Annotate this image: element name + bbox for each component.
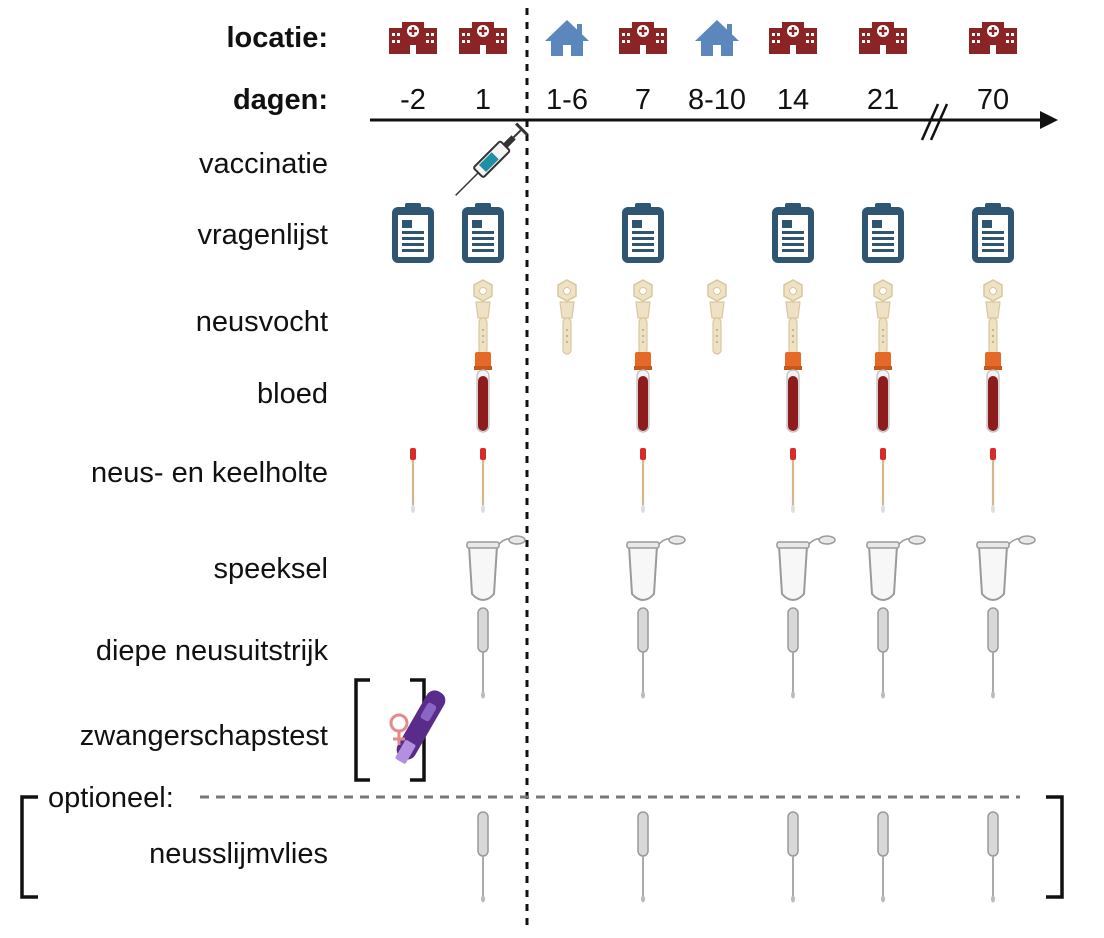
blood-tube-icon: [874, 352, 892, 433]
saliva-tube-icon: [626, 535, 686, 601]
clipboard-icon: [972, 203, 1014, 263]
clipboard-icon: [772, 203, 814, 263]
swab-icon: [880, 448, 886, 513]
hospital-icon: [769, 22, 817, 54]
hospital-icon: [619, 22, 667, 54]
optional-bracket-right: [1046, 795, 1064, 899]
row-label-neus-en-keelholte: neus- en keelholte: [91, 457, 328, 489]
axis-break-mark: [920, 103, 940, 141]
nasal-sampler-icon: [557, 279, 577, 355]
row-label-neusslijmvlies: neusslijmvlies: [149, 838, 328, 870]
clipboard-icon: [862, 203, 904, 263]
saliva-tube-icon: [776, 535, 836, 601]
day-label: 70: [976, 84, 1010, 116]
day-label: 7: [634, 84, 652, 116]
swab-icon: [410, 448, 416, 513]
pregnancy-test-icon: [389, 690, 446, 764]
swab-icon: [790, 448, 796, 513]
day-label: -2: [400, 84, 426, 116]
swab-icon: [480, 448, 486, 513]
blood-tube-icon: [784, 352, 802, 433]
clipboard-icon: [392, 203, 434, 263]
nasal-sampler-icon: [633, 279, 653, 355]
row-label-zwangerschapstest: zwangerschapstest: [79, 720, 328, 752]
mucosa-sampler-icon: [877, 811, 889, 903]
home-icon: [695, 20, 739, 56]
optional-label: optioneel:: [48, 782, 174, 814]
clipboard-icon: [622, 203, 664, 263]
nasal-sampler-icon: [983, 279, 1003, 355]
nasal-sampler-icon: [873, 279, 893, 355]
saliva-tube-icon: [466, 535, 526, 601]
mucosa-sampler-icon: [637, 811, 649, 903]
clipboard-icon: [462, 203, 504, 263]
deep-nasal-swab-icon: [877, 607, 889, 699]
home-icon: [545, 20, 589, 56]
blood-tube-icon: [634, 352, 652, 433]
deep-nasal-swab-icon: [637, 607, 649, 699]
axis-break-mark: [929, 103, 949, 141]
location-header: locatie:: [226, 22, 328, 54]
saliva-tube-icon: [976, 535, 1036, 601]
row-label-vragenlijst: vragenlijst: [197, 219, 328, 251]
day-label: 1: [474, 84, 492, 116]
optional-bracket-left: [20, 795, 38, 899]
saliva-tube-icon: [866, 535, 926, 601]
hospital-icon: [969, 22, 1017, 54]
hospital-icon: [459, 22, 507, 54]
mucosa-sampler-icon: [477, 811, 489, 903]
bracket-left: [354, 678, 370, 782]
mucosa-sampler-icon: [787, 811, 799, 903]
row-label-bloed: bloed: [257, 378, 328, 410]
day-label: 8-10: [687, 84, 747, 116]
nasal-sampler-icon: [473, 279, 493, 355]
row-label-neusvocht: neusvocht: [195, 306, 328, 338]
hospital-icon: [859, 22, 907, 54]
day-label: 1-6: [546, 84, 588, 116]
blood-tube-icon: [984, 352, 1002, 433]
row-label-diepe-neusuitstrijk: diepe neusuitstrijk: [95, 635, 328, 667]
deep-nasal-swab-icon: [987, 607, 999, 699]
nasal-sampler-icon: [707, 279, 727, 355]
deep-nasal-swab-icon: [477, 607, 489, 699]
day-label: 14: [776, 84, 810, 116]
days-header: dagen:: [232, 84, 328, 116]
syringe-icon: [455, 122, 529, 196]
hospital-icon: [389, 22, 437, 54]
nasal-sampler-icon: [783, 279, 803, 355]
row-label-speeksel: speeksel: [213, 553, 328, 585]
deep-nasal-swab-icon: [787, 607, 799, 699]
blood-tube-icon: [474, 352, 492, 433]
timeline-arrowhead: [1040, 111, 1058, 129]
mucosa-sampler-icon: [987, 811, 999, 903]
swab-icon: [640, 448, 646, 513]
day-label: 21: [866, 84, 900, 116]
row-label-vaccinatie: vaccinatie: [199, 148, 328, 180]
swab-icon: [990, 448, 996, 513]
